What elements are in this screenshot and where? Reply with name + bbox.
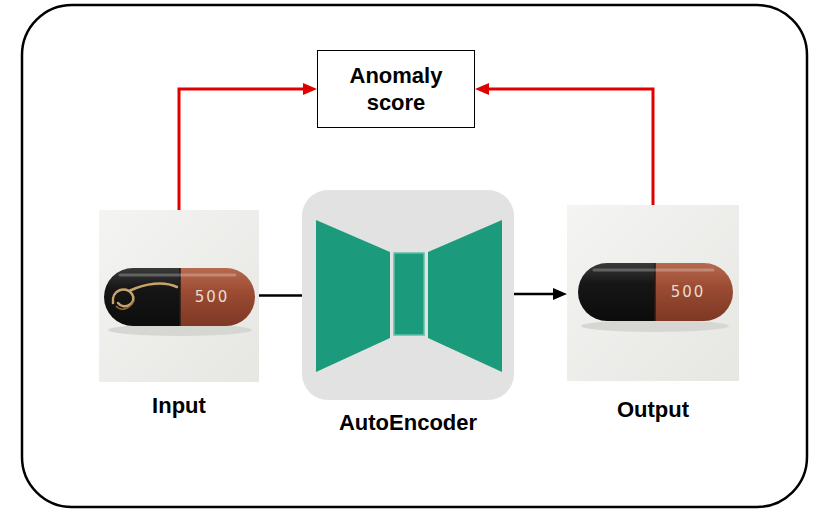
capsule-body [655,263,733,321]
capsule-sheen [594,269,713,272]
capsule-seam [654,263,656,321]
capsule-body [180,268,255,326]
capsule-cap [578,263,655,321]
score-arrow [179,89,309,210]
autoencoder-panel [302,190,514,400]
defect-wire [113,284,177,307]
caption-label: Output [617,396,689,424]
capsule-cap [104,268,180,326]
flow-line [259,294,302,297]
output-image: Output [567,205,739,381]
capsule-sheen [120,274,235,277]
capsule-seam [179,268,181,326]
capsule-print: 500 [671,283,706,301]
defect-wire-shadow [116,301,134,309]
caption-label: AutoEncoder [339,409,477,437]
input-photo [99,210,259,382]
encoder-shape [316,220,390,372]
caption-label: Input [152,392,206,420]
decoder-shape [428,220,502,372]
latent-code [394,253,424,335]
outer-frame [22,5,807,507]
autoencoder-block: AutoEncoder [302,190,514,400]
capsule-print: 500 [195,288,230,306]
flow-arrow [514,293,559,296]
output-photo [567,205,739,381]
score-arrow [483,89,653,205]
input-image: Input [99,210,259,382]
score-box: Anomaly score [317,50,475,128]
box-label: Anomaly score [338,62,454,117]
capsule-shadow [581,320,729,332]
